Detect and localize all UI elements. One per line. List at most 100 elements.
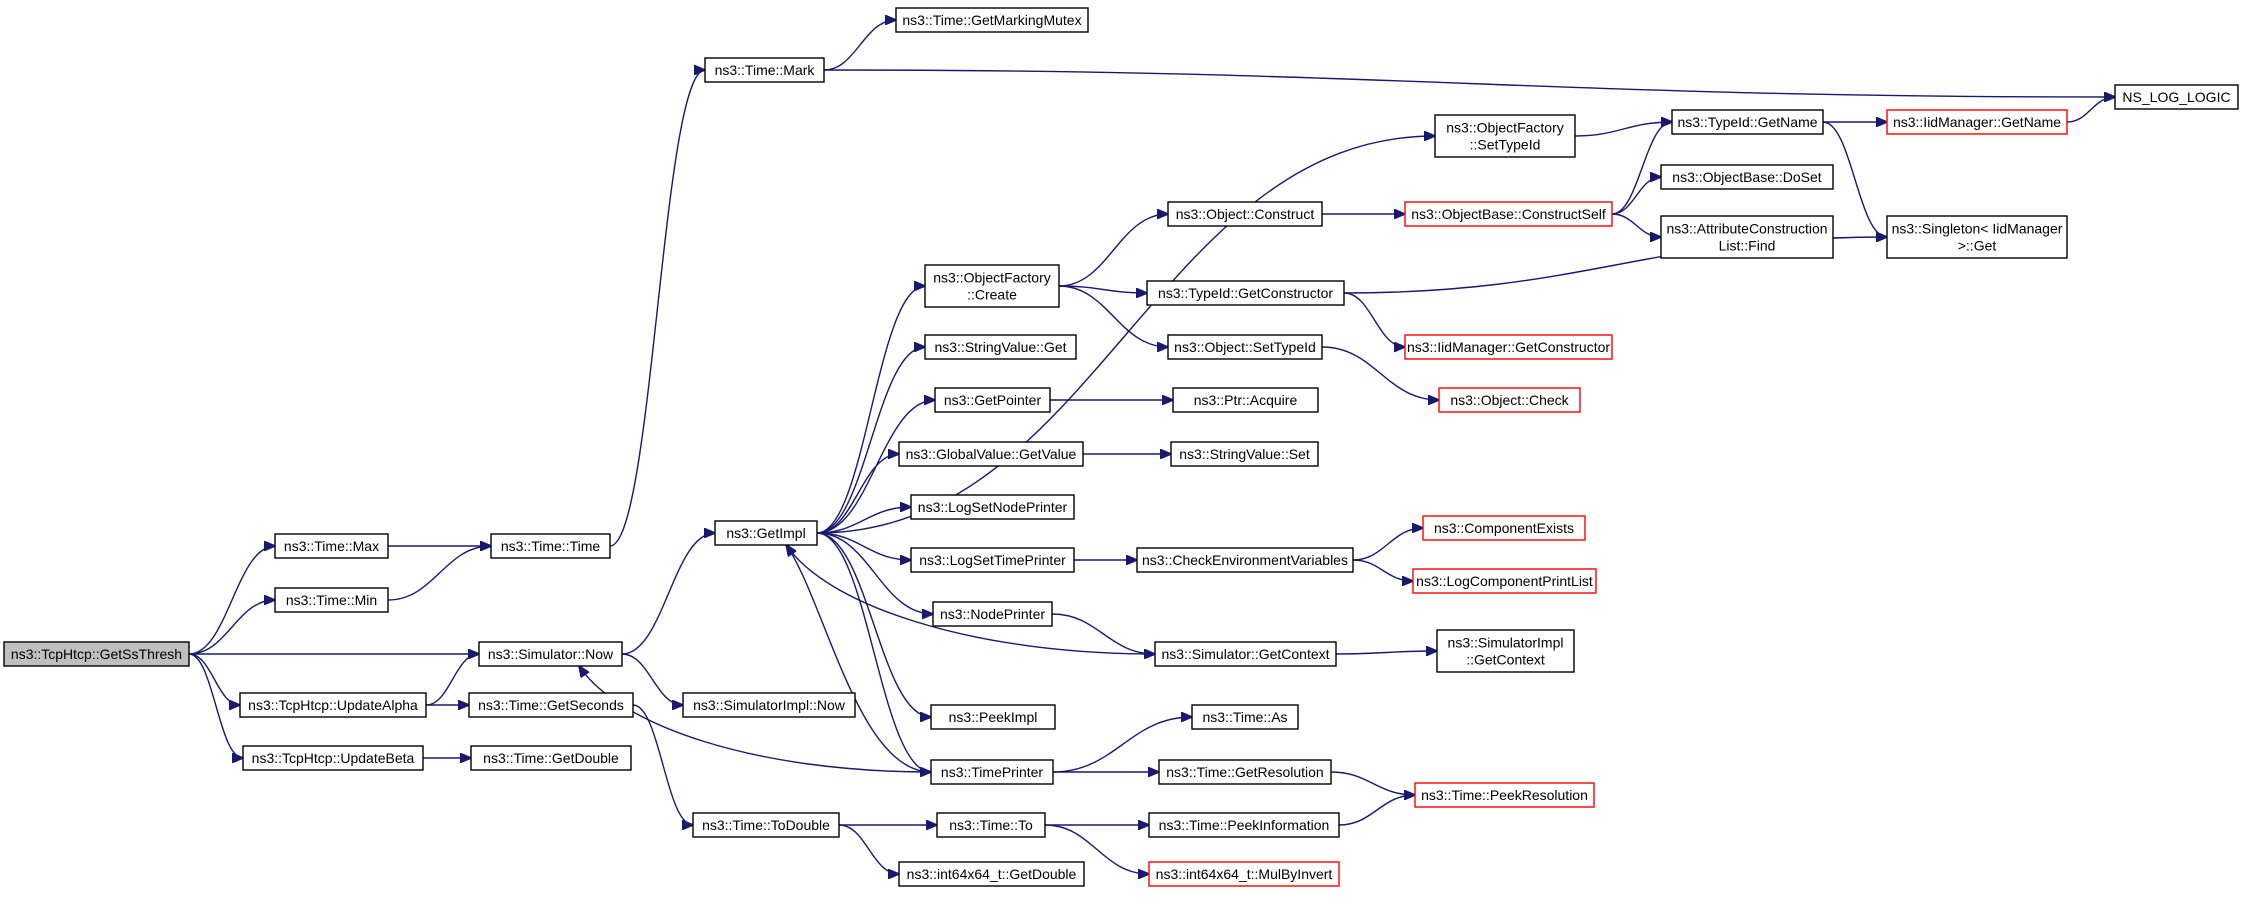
node-checkenv[interactable]: ns3::CheckEnvironmentVariables bbox=[1136, 547, 1354, 573]
node-label: ns3::int64x64_t::MulByInvert bbox=[1156, 866, 1333, 882]
node-label: >::Get bbox=[1958, 238, 1997, 254]
node-ptr-acquire[interactable]: ns3::Ptr::Acquire bbox=[1172, 387, 1319, 413]
node-label: ns3::PeekImpl bbox=[949, 709, 1038, 725]
node-box bbox=[692, 812, 840, 838]
edge-of-create-to-obj-construct bbox=[1058, 214, 1168, 287]
node-time-max[interactable]: ns3::Time::Max bbox=[274, 533, 389, 559]
node-iid-getconstructor[interactable]: ns3::IidManager::GetConstructor bbox=[1404, 334, 1613, 360]
node-ob-constructself[interactable]: ns3::ObjectBase::ConstructSelf bbox=[1404, 201, 1613, 227]
node-label: ns3::Object::Construct bbox=[1176, 206, 1315, 222]
node-peekinformation[interactable]: ns3::Time::PeekInformation bbox=[1148, 812, 1340, 838]
edge-getimpl-to-gv-getvalue bbox=[816, 454, 899, 534]
node-box bbox=[2114, 84, 2239, 110]
node-label: ns3::SimulatorImpl::Now bbox=[693, 697, 846, 713]
node-label: ns3::Time::As bbox=[1202, 709, 1287, 725]
edge-iid-getname-to-ns-log-logic bbox=[2066, 97, 2115, 123]
node-getpointer[interactable]: ns3::GetPointer bbox=[934, 387, 1051, 413]
node-sim-now[interactable]: ns3::Simulator::Now bbox=[478, 641, 623, 667]
node-time-min[interactable]: ns3::Time::Min bbox=[274, 587, 389, 613]
node-time-mark[interactable]: ns3::Time::Mark bbox=[704, 57, 825, 83]
node-label: ns3::Time::To bbox=[949, 817, 1033, 833]
node-label: ::SetTypeId bbox=[1470, 137, 1541, 153]
node-box bbox=[1404, 201, 1613, 227]
node-mulbyinvert[interactable]: ns3::int64x64_t::MulByInvert bbox=[1148, 861, 1340, 887]
node-label: ns3::Time::Time bbox=[501, 538, 601, 554]
node-box bbox=[1886, 109, 2068, 135]
node-box bbox=[1167, 201, 1323, 227]
node-box bbox=[274, 587, 389, 613]
edge-updatealpha-to-sim-now bbox=[425, 654, 479, 706]
node-typeid-getname[interactable]: ns3::TypeId::GetName bbox=[1671, 109, 1824, 135]
node-peekimpl[interactable]: ns3::PeekImpl bbox=[930, 704, 1056, 730]
node-box bbox=[936, 812, 1046, 838]
node-logsettimeprinter[interactable]: ns3::LogSetTimePrinter bbox=[910, 547, 1075, 573]
node-box bbox=[714, 520, 818, 546]
node-logsetnodeprinter[interactable]: ns3::LogSetNodePrinter bbox=[910, 494, 1075, 520]
node-label: ns3::AttributeConstruction bbox=[1666, 221, 1827, 237]
node-logcomponentprintlist[interactable]: ns3::LogComponentPrintList bbox=[1412, 568, 1597, 594]
node-label: ::GetContext bbox=[1466, 652, 1545, 668]
node-box bbox=[924, 334, 1077, 360]
node-typeid-getconstructor[interactable]: ns3::TypeId::GetConstructor bbox=[1146, 280, 1345, 306]
node-of-settypeid[interactable]: ns3::ObjectFactory::SetTypeId bbox=[1434, 114, 1576, 158]
node-box bbox=[1422, 515, 1586, 541]
node-box bbox=[704, 57, 825, 83]
node-getssthresh[interactable]: ns3::TcpHtcp::GetSsThresh bbox=[3, 641, 190, 667]
edge-obj-settypeid-to-obj-check bbox=[1321, 346, 1439, 400]
node-simimpl-now[interactable]: ns3::SimulatorImpl::Now bbox=[682, 692, 856, 718]
node-box bbox=[1148, 812, 1340, 838]
node-ob-doset[interactable]: ns3::ObjectBase::DoSet bbox=[1660, 164, 1834, 190]
node-getresolution[interactable]: ns3::Time::GetResolution bbox=[1158, 759, 1332, 785]
node-todouble[interactable]: ns3::Time::ToDouble bbox=[692, 812, 840, 838]
node-label: ns3::Object::SetTypeId bbox=[1174, 339, 1316, 355]
node-nodeprinter[interactable]: ns3::NodePrinter bbox=[932, 601, 1053, 627]
node-iid-getname[interactable]: ns3::IidManager::GetName bbox=[1886, 109, 2068, 135]
node-label: ns3::TcpHtcp::GetSsThresh bbox=[11, 646, 182, 662]
node-int64-getdouble[interactable]: ns3::int64x64_t::GetDouble bbox=[898, 861, 1085, 887]
node-peekresolution[interactable]: ns3::Time::PeekResolution bbox=[1414, 782, 1595, 808]
node-ns-log-logic[interactable]: NS_LOG_LOGIC bbox=[2114, 84, 2239, 110]
edge-getssthresh-to-time-min bbox=[188, 600, 275, 655]
node-simimpl-getcontext[interactable]: ns3::SimulatorImpl::GetContext bbox=[1436, 629, 1575, 673]
node-sv-get[interactable]: ns3::StringValue::Get bbox=[924, 334, 1077, 360]
node-getimpl[interactable]: ns3::GetImpl bbox=[714, 520, 818, 546]
node-time-as[interactable]: ns3::Time::As bbox=[1191, 704, 1299, 730]
node-updatebeta[interactable]: ns3::TcpHtcp::UpdateBeta bbox=[242, 745, 424, 771]
node-box bbox=[1660, 164, 1834, 190]
node-time-time[interactable]: ns3::Time::Time bbox=[490, 533, 611, 559]
node-label: ns3::NodePrinter bbox=[940, 606, 1045, 622]
edge-ob-constructself-to-acl-find bbox=[1611, 213, 1661, 237]
node-timeprinter[interactable]: ns3::TimePrinter bbox=[930, 759, 1054, 785]
node-label: ns3::ComponentExists bbox=[1434, 520, 1574, 536]
node-componentexists[interactable]: ns3::ComponentExists bbox=[1422, 515, 1586, 541]
node-getdouble[interactable]: ns3::Time::GetDouble bbox=[470, 745, 632, 771]
node-updatealpha[interactable]: ns3::TcpHtcp::UpdateAlpha bbox=[239, 692, 427, 718]
edge-todouble-to-int64-getdouble bbox=[838, 824, 899, 874]
node-obj-settypeid[interactable]: ns3::Object::SetTypeId bbox=[1167, 334, 1323, 360]
node-time-to[interactable]: ns3::Time::To bbox=[936, 812, 1046, 838]
node-singleton-get[interactable]: ns3::Singleton< IidManager>::Get bbox=[1886, 215, 2068, 259]
node-gv-getvalue[interactable]: ns3::GlobalValue::GetValue bbox=[898, 441, 1084, 467]
node-obj-construct[interactable]: ns3::Object::Construct bbox=[1167, 201, 1323, 227]
node-obj-check[interactable]: ns3::Object::Check bbox=[1438, 387, 1581, 413]
node-getseconds[interactable]: ns3::Time::GetSeconds bbox=[468, 692, 634, 718]
node-sv-set[interactable]: ns3::StringValue::Set bbox=[1170, 441, 1319, 467]
node-box bbox=[470, 745, 632, 771]
node-label: ::Create bbox=[967, 287, 1017, 303]
edge-timeprinter-to-getimpl bbox=[786, 545, 932, 773]
node-label: ns3::TypeId::GetName bbox=[1677, 114, 1817, 130]
node-label: ns3::GetImpl bbox=[726, 525, 805, 541]
node-box bbox=[239, 692, 427, 718]
edge-layer bbox=[188, 20, 2115, 874]
node-box bbox=[490, 533, 611, 559]
edge-getimpl-to-nodeprinter bbox=[816, 532, 933, 614]
node-label: ns3::Time::GetSeconds bbox=[478, 697, 624, 713]
node-label: ns3::Time::GetResolution bbox=[1166, 764, 1323, 780]
node-box bbox=[274, 533, 389, 559]
node-label: ns3::StringValue::Get bbox=[934, 339, 1066, 355]
node-sim-getcontext[interactable]: ns3::Simulator::GetContext bbox=[1154, 641, 1337, 667]
node-of-create[interactable]: ns3::ObjectFactory::Create bbox=[924, 264, 1060, 308]
node-box bbox=[1148, 861, 1340, 887]
node-getmarkingmutex[interactable]: ns3::Time::GetMarkingMutex bbox=[895, 7, 1089, 33]
